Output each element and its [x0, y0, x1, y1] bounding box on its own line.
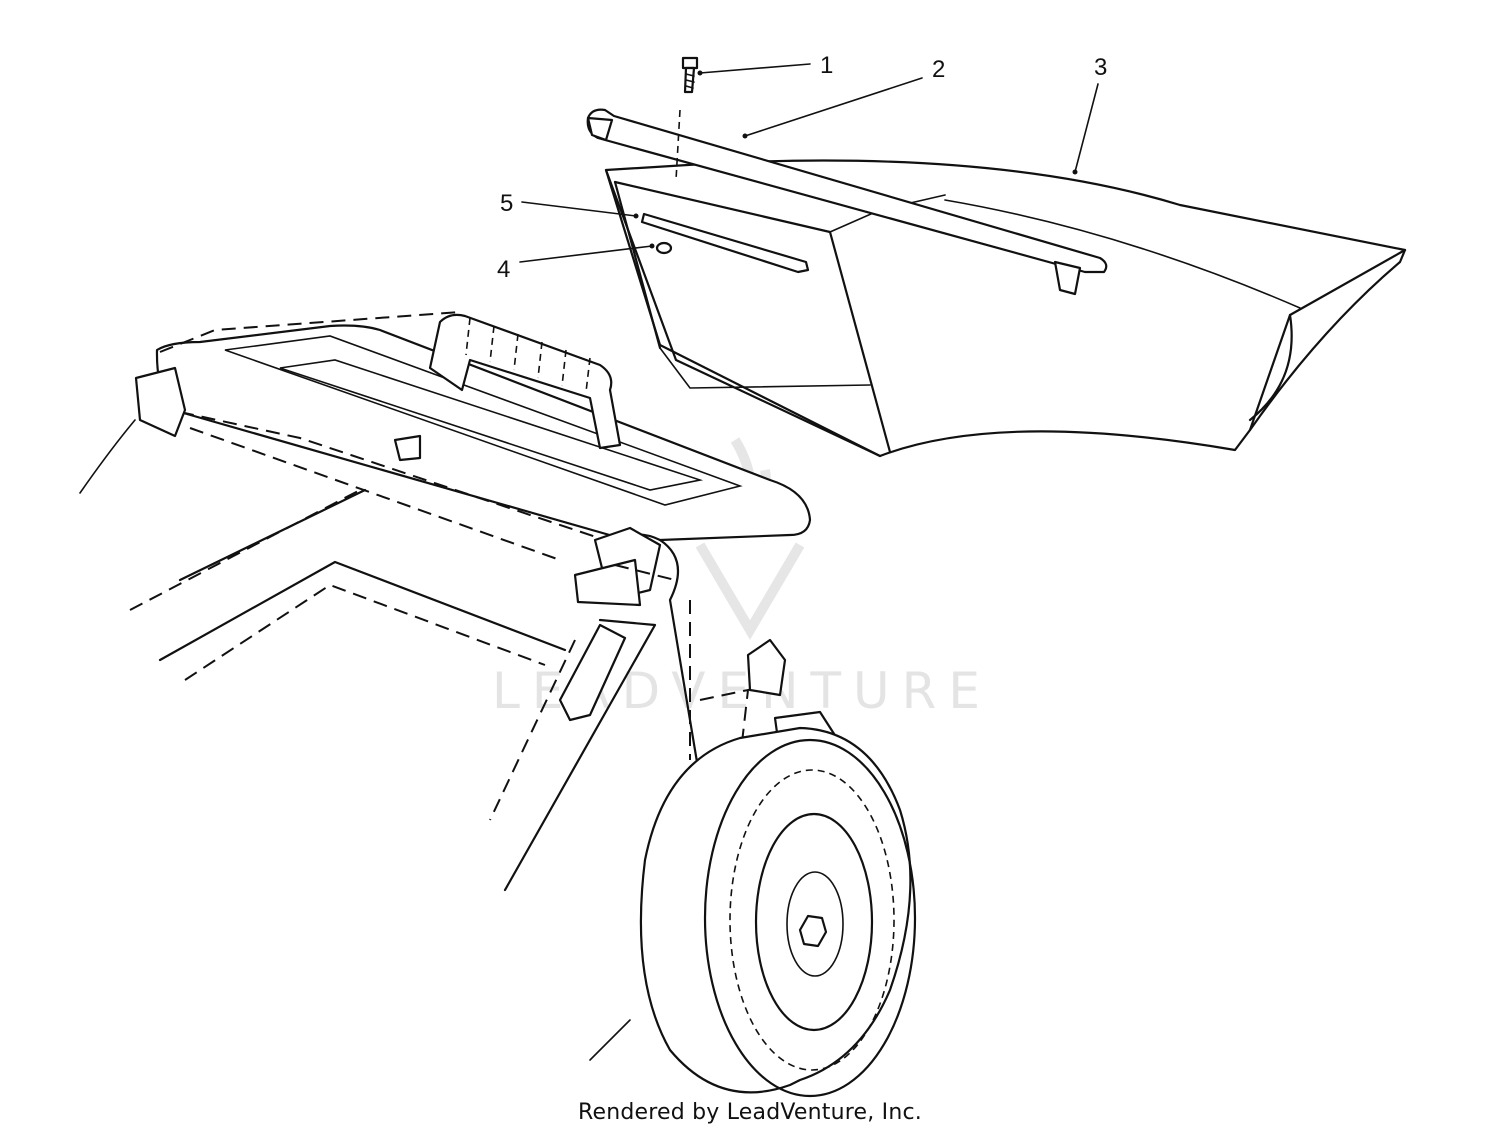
handle-grip-ribs	[465, 317, 591, 393]
callout-labels: 1 2 3 5 4	[497, 52, 1107, 283]
bolt	[675, 56, 699, 181]
callout-4: 4	[497, 256, 510, 283]
callout-5: 5	[500, 190, 513, 217]
mower-body	[79, 419, 702, 892]
strap	[640, 212, 810, 274]
nut	[655, 241, 673, 255]
bag-frame-bar	[586, 108, 1108, 296]
credit-text: Rendered by LeadVenture, Inc.	[578, 1100, 922, 1125]
rear-wheel	[589, 726, 917, 1098]
callout-1: 1	[820, 52, 833, 79]
grass-bag	[604, 159, 1407, 458]
callout-3: 3	[1094, 54, 1107, 81]
callout-2: 2	[932, 56, 945, 83]
parts-diagram: LEADVENTURE	[79, 52, 1407, 1098]
mower-rear-deck	[134, 311, 812, 561]
leader-lines	[519, 63, 1099, 263]
